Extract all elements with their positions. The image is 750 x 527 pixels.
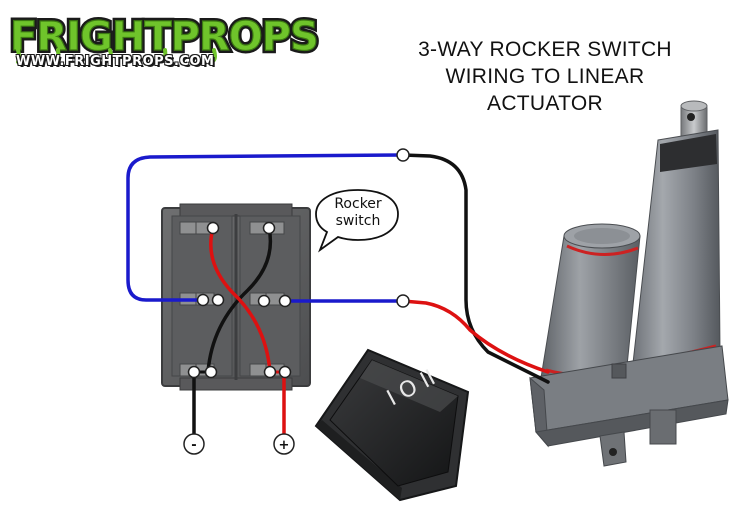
positive-label: +	[279, 438, 290, 453]
terminal-dot	[278, 294, 292, 308]
actuator-stripe-top	[566, 244, 639, 257]
power-terminals: - +	[183, 433, 295, 455]
callout-text: Rocker switch	[318, 196, 398, 230]
terminal-dot	[187, 365, 201, 379]
wire-red-to-actuator	[401, 299, 550, 374]
callout-line-1: Rocker	[334, 196, 382, 212]
wires	[126, 153, 550, 442]
negative-label: -	[191, 438, 196, 453]
title-line-2: WIRING TO LINEAR	[445, 65, 645, 88]
splice-dot-blue-black	[396, 148, 410, 162]
terminal-dot	[263, 365, 277, 379]
actuator-tube-collar	[660, 134, 717, 172]
logo-url: WWW.FRIGHTPROPS.COM	[16, 54, 215, 69]
title-line-1: 3-WAY ROCKER SWITCH	[418, 38, 672, 61]
terminal-dot	[196, 293, 210, 307]
logo-drips	[16, 48, 217, 64]
terminal-dots	[187, 148, 410, 379]
linear-actuator	[529, 100, 729, 467]
logo-outline: FRIGHTPROPS	[10, 14, 318, 60]
wire-black-to-actuator	[401, 153, 550, 384]
wire-black-cross	[206, 226, 273, 374]
logo-fill: FRIGHTPROPS	[10, 14, 318, 60]
rocker-switch-front: I O II	[314, 348, 470, 502]
wire-red-cross	[209, 226, 272, 374]
frightprops-logo: FRIGHTPROPS FRIGHTPROPS	[7, 11, 322, 64]
rocker-switch-callout	[315, 189, 399, 253]
diagram-title: 3-WAY ROCKER SWITCH WIRING TO LINEAR ACT…	[380, 36, 710, 117]
terminal-dot	[262, 221, 276, 235]
terminal-dot	[204, 365, 218, 379]
terminal-dot	[211, 293, 225, 307]
terminal-dot	[206, 221, 220, 235]
wire-blue-loop	[126, 153, 405, 302]
callout-bubble	[315, 189, 399, 253]
terminal-dot	[278, 365, 292, 379]
callout-line-2: switch	[335, 213, 381, 229]
title-line-3: ACTUATOR	[487, 92, 603, 115]
splice-dot-blue-red	[396, 294, 410, 308]
terminal-dot	[257, 294, 271, 308]
positive-terminal	[273, 433, 295, 455]
negative-terminal	[183, 433, 205, 455]
